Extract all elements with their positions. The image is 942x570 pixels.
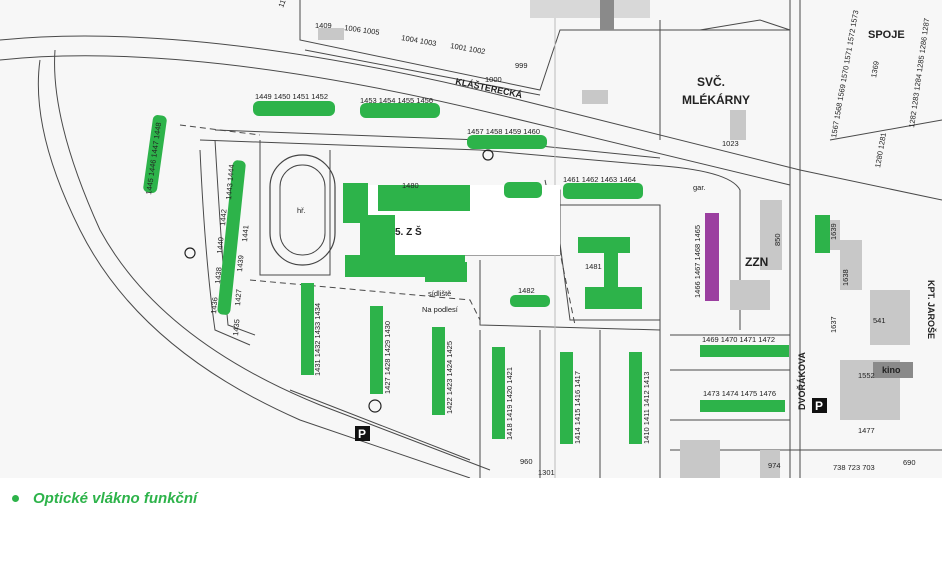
building-number-label: 1482 [518, 286, 535, 295]
fiber-1435-1444 [217, 160, 246, 315]
legend: Optické vlákno funkční [8, 488, 197, 508]
building-number-label: 541 [873, 316, 886, 325]
street-dvorakova: DVOŘÁKOVA [796, 352, 807, 410]
building-number-label: 1639 [829, 223, 838, 240]
building-number-label: 1436 [209, 297, 219, 314]
building-number-label: 1442 [218, 209, 228, 226]
parking-sign-2 [812, 398, 827, 413]
fiber-1418-1421 [492, 347, 505, 439]
fiber-1431-1434 [301, 283, 314, 375]
building-number-label: 1158 [276, 0, 290, 9]
fiber-school [343, 183, 470, 282]
fiber-1457-1460 [467, 135, 547, 149]
street-kpt-jarose: KPT. JAROŠE [926, 280, 937, 339]
building-number-label: 1427 [233, 289, 243, 306]
building-number-label: 1301 [538, 468, 555, 477]
building-number-label: 1023 [722, 139, 739, 148]
sidliste-label: sídliště [428, 289, 451, 298]
roundabout-icon [184, 247, 196, 259]
building-number-label: 1000 [485, 75, 502, 84]
building-number-label: 1477 [858, 426, 875, 435]
roads [0, 0, 942, 478]
building-number-label: P [358, 427, 366, 441]
fiber-1427-1430 [370, 306, 383, 394]
building-number-label: 1469 1470 1471 1472 [702, 335, 775, 344]
parking-signs: P P [355, 398, 827, 441]
zzn-label: ZZN [745, 255, 768, 269]
building-number-label: 1418 1419 1420 1421 [505, 367, 514, 440]
fiber-1482 [510, 295, 550, 307]
fiber-1449-1452 [253, 101, 335, 116]
building-number-label: 1449 1450 1451 1452 [255, 92, 328, 101]
building-number-label: 1453 1454 1455 1456 [360, 96, 433, 105]
building-number-label: 1473 1474 1475 1476 [703, 389, 776, 398]
city-map: P P KLÁŠTERECKÁ DVOŘÁKOVA KPT. JAROŠE SV… [0, 0, 942, 478]
building-number-label: 1435 [231, 319, 241, 336]
fiber-1639 [815, 215, 830, 253]
fiber-1410-1413 [629, 352, 642, 444]
spoje-label: SPOJE [868, 29, 905, 41]
building-number-label: 1461 1462 1463 1464 [563, 175, 636, 184]
building-number-label: 738 723 703 [833, 463, 875, 472]
gar-label: gar. [693, 183, 706, 192]
building-number-label: 974 [768, 461, 781, 470]
fiber-1469-1472 [700, 345, 789, 357]
fiber-1480 [504, 182, 542, 198]
building-number-label: 1638 [841, 269, 850, 286]
svc-label: SVČ. [697, 74, 725, 89]
building-number-label: 1466 1467 1468 1465 [693, 225, 702, 298]
building-number-label: 999 [515, 61, 528, 70]
building-number-label: 1410 1411 1412 1413 [642, 372, 651, 444]
building-number-label: 1480 [402, 181, 419, 190]
kino-building [873, 362, 913, 378]
building-number-label: 850 [773, 233, 782, 246]
place-labels: SVČ. MLÉKÁRNY SPOJE ZZN 5. Z Š sídliště … [297, 29, 905, 375]
legend-dot-icon [12, 494, 19, 502]
building-number-label: 1439 [235, 255, 245, 272]
fiber-1461-1464 [563, 183, 643, 199]
building-number-label: 1438 [213, 267, 223, 284]
fiber-1422-1425 [432, 327, 445, 415]
building-number-label: 1552 [858, 371, 875, 380]
sports-track [269, 154, 336, 266]
fiber-segments [143, 101, 830, 444]
building-number-label: 1369 [869, 60, 881, 78]
building-number-label: 1414 1415 1416 1417 [573, 371, 582, 444]
building-number-label: 1422 1423 1424 1425 [445, 341, 454, 414]
roundabout-icon [482, 149, 494, 161]
building-number-label: 1457 1458 1459 1460 [467, 127, 540, 136]
building-number-label: 1440 [215, 237, 225, 254]
hriste-label: hř. [297, 206, 306, 215]
building-number-label: 960 [520, 457, 533, 466]
building-number-label: P [815, 399, 823, 413]
building-number-label: 1431 1432 1433 1434 [313, 303, 322, 376]
mlekarny-label: MLÉKÁRNY [682, 92, 750, 107]
building-number-label: 1409 [315, 21, 332, 30]
fiber-1453-1456 [360, 103, 440, 118]
building-number-label: 690 [903, 458, 916, 467]
building-number-label: 1637 [829, 316, 838, 333]
fiber-1414-1417 [560, 352, 573, 444]
fiber-1473-1476 [700, 400, 785, 412]
roundabout-icon [368, 399, 382, 413]
gray-buildings [318, 0, 910, 478]
building-number-label: 1443 1444 [224, 164, 236, 200]
school-label: 5. Z Š [395, 225, 422, 238]
legend-label: Optické vlákno funkční [33, 489, 198, 507]
fiber-1481 [578, 237, 642, 309]
building-number-label: 1427 1428 1429 1430 [383, 321, 392, 394]
purple-segment [705, 213, 719, 301]
kino-label: kino [882, 365, 901, 375]
building-number-label: 1481 [585, 262, 602, 271]
na-podlesi-label: Na podlesí [422, 305, 459, 314]
building-number-label: 1441 [240, 225, 250, 242]
fiber-1445-1448 [143, 115, 167, 193]
parking-sign-1 [355, 426, 370, 441]
